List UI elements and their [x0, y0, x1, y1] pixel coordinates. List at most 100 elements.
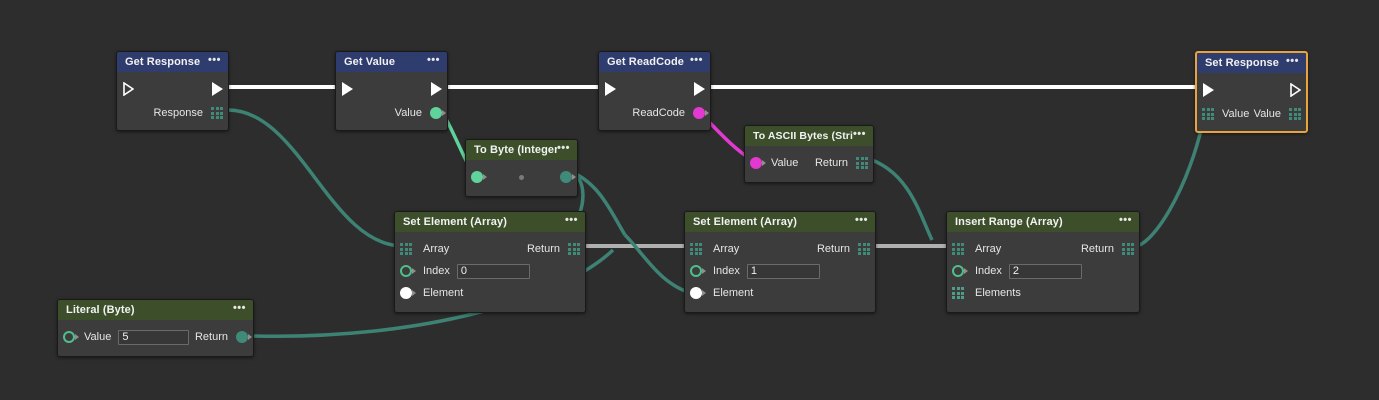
node-header-set-response[interactable]: Set Response •••	[1197, 53, 1306, 73]
element-input-port-icon[interactable]	[688, 285, 706, 301]
node-header-get-readcode[interactable]: Get ReadCode •••	[599, 52, 710, 72]
node-set-element-array-1[interactable]: Set Element (Array) ••• Array Return Ind…	[684, 211, 876, 313]
exec-in-icon[interactable]	[120, 81, 136, 97]
array-grid-icon-in[interactable]	[398, 241, 414, 257]
port-label-index: Index	[423, 265, 450, 277]
node-to-ascii-bytes-string[interactable]: To ASCII Bytes (String) ••• Value Return	[744, 125, 874, 183]
node-header-to-ascii-bytes[interactable]: To ASCII Bytes (String) •••	[745, 126, 873, 146]
node-get-readcode[interactable]: Get ReadCode ••• ReadCode	[598, 51, 711, 131]
array-grid-icon-out[interactable]	[566, 241, 582, 257]
array-grid-icon-in[interactable]	[688, 241, 704, 257]
node-set-response[interactable]: Set Response ••• Value Value	[1195, 51, 1308, 133]
node-body: Array Return Index Elements	[947, 232, 1139, 312]
array-grid-icon-out[interactable]	[856, 241, 872, 257]
port-row-element: Element	[395, 282, 585, 304]
node-header-get-value[interactable]: Get Value •••	[336, 52, 447, 72]
node-insert-range-array[interactable]: Insert Range (Array) ••• Array Return In…	[946, 211, 1140, 313]
port-label-return: Return	[814, 157, 848, 169]
port-label-return: Return	[194, 331, 228, 343]
exec-row	[117, 76, 228, 102]
array-grid-icon-out[interactable]	[1120, 241, 1136, 257]
port-label-response: Response	[153, 107, 203, 119]
index-input-field[interactable]	[746, 263, 820, 279]
literal-value-field[interactable]	[118, 329, 190, 345]
port-label-array: Array	[713, 243, 740, 255]
node-menu-icon[interactable]: •••	[207, 54, 221, 66]
value-output-port-icon[interactable]	[428, 105, 446, 121]
array-grid-icon[interactable]	[854, 155, 870, 171]
node-header-insert-range[interactable]: Insert Range (Array) •••	[947, 212, 1139, 232]
port-row-value: Value Value	[1197, 103, 1306, 125]
node-body: Array Return Index Element	[395, 232, 585, 312]
port-label-index: Index	[713, 265, 740, 277]
node-body: Value Value	[1197, 73, 1306, 131]
node-set-element-array-0[interactable]: Set Element (Array) ••• Array Return Ind…	[394, 211, 586, 313]
readcode-output-port-icon[interactable]	[691, 105, 709, 121]
port-row-array: Array Return	[395, 238, 585, 260]
ascii-value-input-port-icon[interactable]	[748, 155, 766, 171]
exec-out-icon[interactable]	[691, 81, 707, 97]
return-output-port-icon[interactable]	[234, 329, 252, 345]
node-body: Array Return Index Element	[685, 232, 875, 312]
index-input-field[interactable]	[1008, 263, 1082, 279]
node-to-byte-integer[interactable]: To Byte (Integer) •••	[465, 139, 578, 197]
node-literal-byte[interactable]: Literal (Byte) ••• Value Return	[57, 299, 254, 357]
node-header-set-element-1[interactable]: Set Element (Array) •••	[685, 212, 875, 232]
node-header-literal-byte[interactable]: Literal (Byte) •••	[58, 300, 253, 320]
node-menu-icon[interactable]: •••	[1285, 55, 1299, 67]
node-body: Value Return	[58, 320, 253, 356]
exec-out-icon[interactable]	[1287, 82, 1303, 98]
elements-array-grid-icon[interactable]	[950, 285, 966, 301]
node-menu-icon[interactable]: •••	[854, 214, 868, 226]
node-header-to-byte-integer[interactable]: To Byte (Integer) •••	[466, 140, 577, 160]
index-input-port-icon[interactable]	[688, 263, 706, 279]
port-row-index: Index	[947, 260, 1139, 282]
exec-out-icon[interactable]	[428, 81, 444, 97]
node-menu-icon[interactable]: •••	[556, 142, 570, 154]
index-input-port-icon[interactable]	[950, 263, 968, 279]
node-header-set-element-0[interactable]: Set Element (Array) •••	[395, 212, 585, 232]
node-menu-icon[interactable]: •••	[689, 54, 703, 66]
port-row-array: Array Return	[685, 238, 875, 260]
to-byte-output-port-icon[interactable]	[558, 169, 576, 185]
to-byte-input-port-icon[interactable]	[469, 169, 487, 185]
value-input-port-icon[interactable]	[61, 329, 79, 345]
port-label-array: Array	[975, 243, 1002, 255]
port-label-value: Value	[771, 157, 799, 169]
port-row-unnamed	[466, 166, 577, 188]
node-menu-icon[interactable]: •••	[1118, 214, 1132, 226]
exec-out-icon[interactable]	[209, 81, 225, 97]
port-label-value: Value	[394, 107, 422, 119]
data-wire-insert-range-to-set-response	[1132, 111, 1207, 248]
node-body: Response	[117, 72, 228, 130]
port-label-value-in: Value	[1222, 108, 1250, 120]
array-grid-icon-in[interactable]	[1200, 106, 1216, 122]
node-menu-icon[interactable]: •••	[426, 54, 440, 66]
node-title: Get ReadCode	[607, 56, 684, 68]
exec-in-icon[interactable]	[602, 81, 618, 97]
node-get-response[interactable]: Get Response ••• Response	[116, 51, 229, 131]
exec-in-icon[interactable]	[1200, 82, 1216, 98]
array-grid-icon[interactable]	[209, 105, 225, 121]
node-title: To ASCII Bytes (String)	[753, 130, 853, 142]
array-grid-icon-out[interactable]	[1287, 106, 1303, 122]
index-input-port-icon[interactable]	[398, 263, 416, 279]
node-title: Set Element (Array)	[403, 216, 507, 228]
node-menu-icon[interactable]: •••	[852, 128, 866, 140]
port-label-element: Element	[713, 287, 754, 299]
node-menu-icon[interactable]: •••	[564, 214, 578, 226]
index-input-field[interactable]	[456, 263, 530, 279]
node-title: Get Value	[344, 56, 396, 68]
node-body: ReadCode	[599, 72, 710, 130]
exec-in-icon[interactable]	[339, 81, 355, 97]
node-body: Value Return	[745, 146, 873, 182]
array-grid-icon-in[interactable]	[950, 241, 966, 257]
to-byte-middle-dot-icon	[514, 169, 530, 185]
node-header-get-response[interactable]: Get Response •••	[117, 52, 228, 72]
element-input-port-icon[interactable]	[398, 285, 416, 301]
node-get-value[interactable]: Get Value ••• Value	[335, 51, 448, 131]
node-title: Set Element (Array)	[693, 216, 797, 228]
node-menu-icon[interactable]: •••	[232, 302, 246, 314]
port-row-value-return: Value Return	[745, 152, 873, 174]
